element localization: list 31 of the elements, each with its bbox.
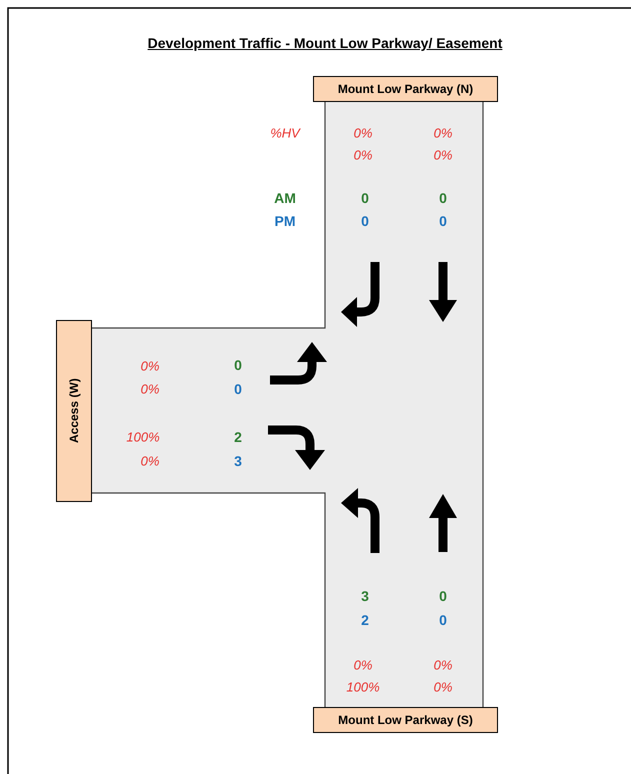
heavy-vehicle-percentage: 100% bbox=[126, 430, 160, 444]
heavy-vehicle-percentage: 0% bbox=[354, 658, 372, 672]
heavy-vehicle-percentage: 0% bbox=[434, 680, 452, 694]
heavy-vehicle-percentage: %HV bbox=[270, 126, 300, 140]
pm-volume: 0 bbox=[439, 213, 447, 229]
heavy-vehicle-percentage: 0% bbox=[434, 148, 452, 162]
am-volume: 0 bbox=[439, 190, 447, 206]
pm-volume: PM bbox=[274, 213, 296, 229]
heavy-vehicle-percentage: 0% bbox=[354, 148, 372, 162]
am-volume: 0 bbox=[234, 357, 242, 373]
heavy-vehicle-percentage: 0% bbox=[140, 454, 160, 468]
pm-volume: 2 bbox=[361, 612, 369, 628]
heavy-vehicle-percentage: 100% bbox=[346, 680, 380, 694]
pm-volume: 0 bbox=[439, 612, 447, 628]
am-volume: 0 bbox=[439, 588, 447, 604]
diagram-title: Development Traffic - Mount Low Parkway/ Easement bbox=[148, 35, 502, 51]
heavy-vehicle-percentage: 0% bbox=[434, 658, 452, 672]
pm-volume: 0 bbox=[234, 381, 242, 397]
pm-volume: 0 bbox=[361, 213, 369, 229]
am-volume: 2 bbox=[234, 429, 242, 445]
am-volume: 0 bbox=[361, 190, 369, 206]
am-volume: AM bbox=[274, 190, 296, 206]
heavy-vehicle-percentage: 0% bbox=[140, 382, 160, 396]
road-name-label: Mount Low Parkway (S) bbox=[313, 707, 498, 733]
road-name-label: Mount Low Parkway (N) bbox=[313, 76, 498, 102]
heavy-vehicle-percentage: 0% bbox=[434, 126, 452, 140]
am-volume: 3 bbox=[361, 588, 369, 604]
heavy-vehicle-percentage: 0% bbox=[354, 126, 372, 140]
heavy-vehicle-percentage: 0% bbox=[140, 358, 160, 374]
road-name-label: Access (W) bbox=[56, 320, 92, 502]
pm-volume: 3 bbox=[234, 453, 242, 469]
